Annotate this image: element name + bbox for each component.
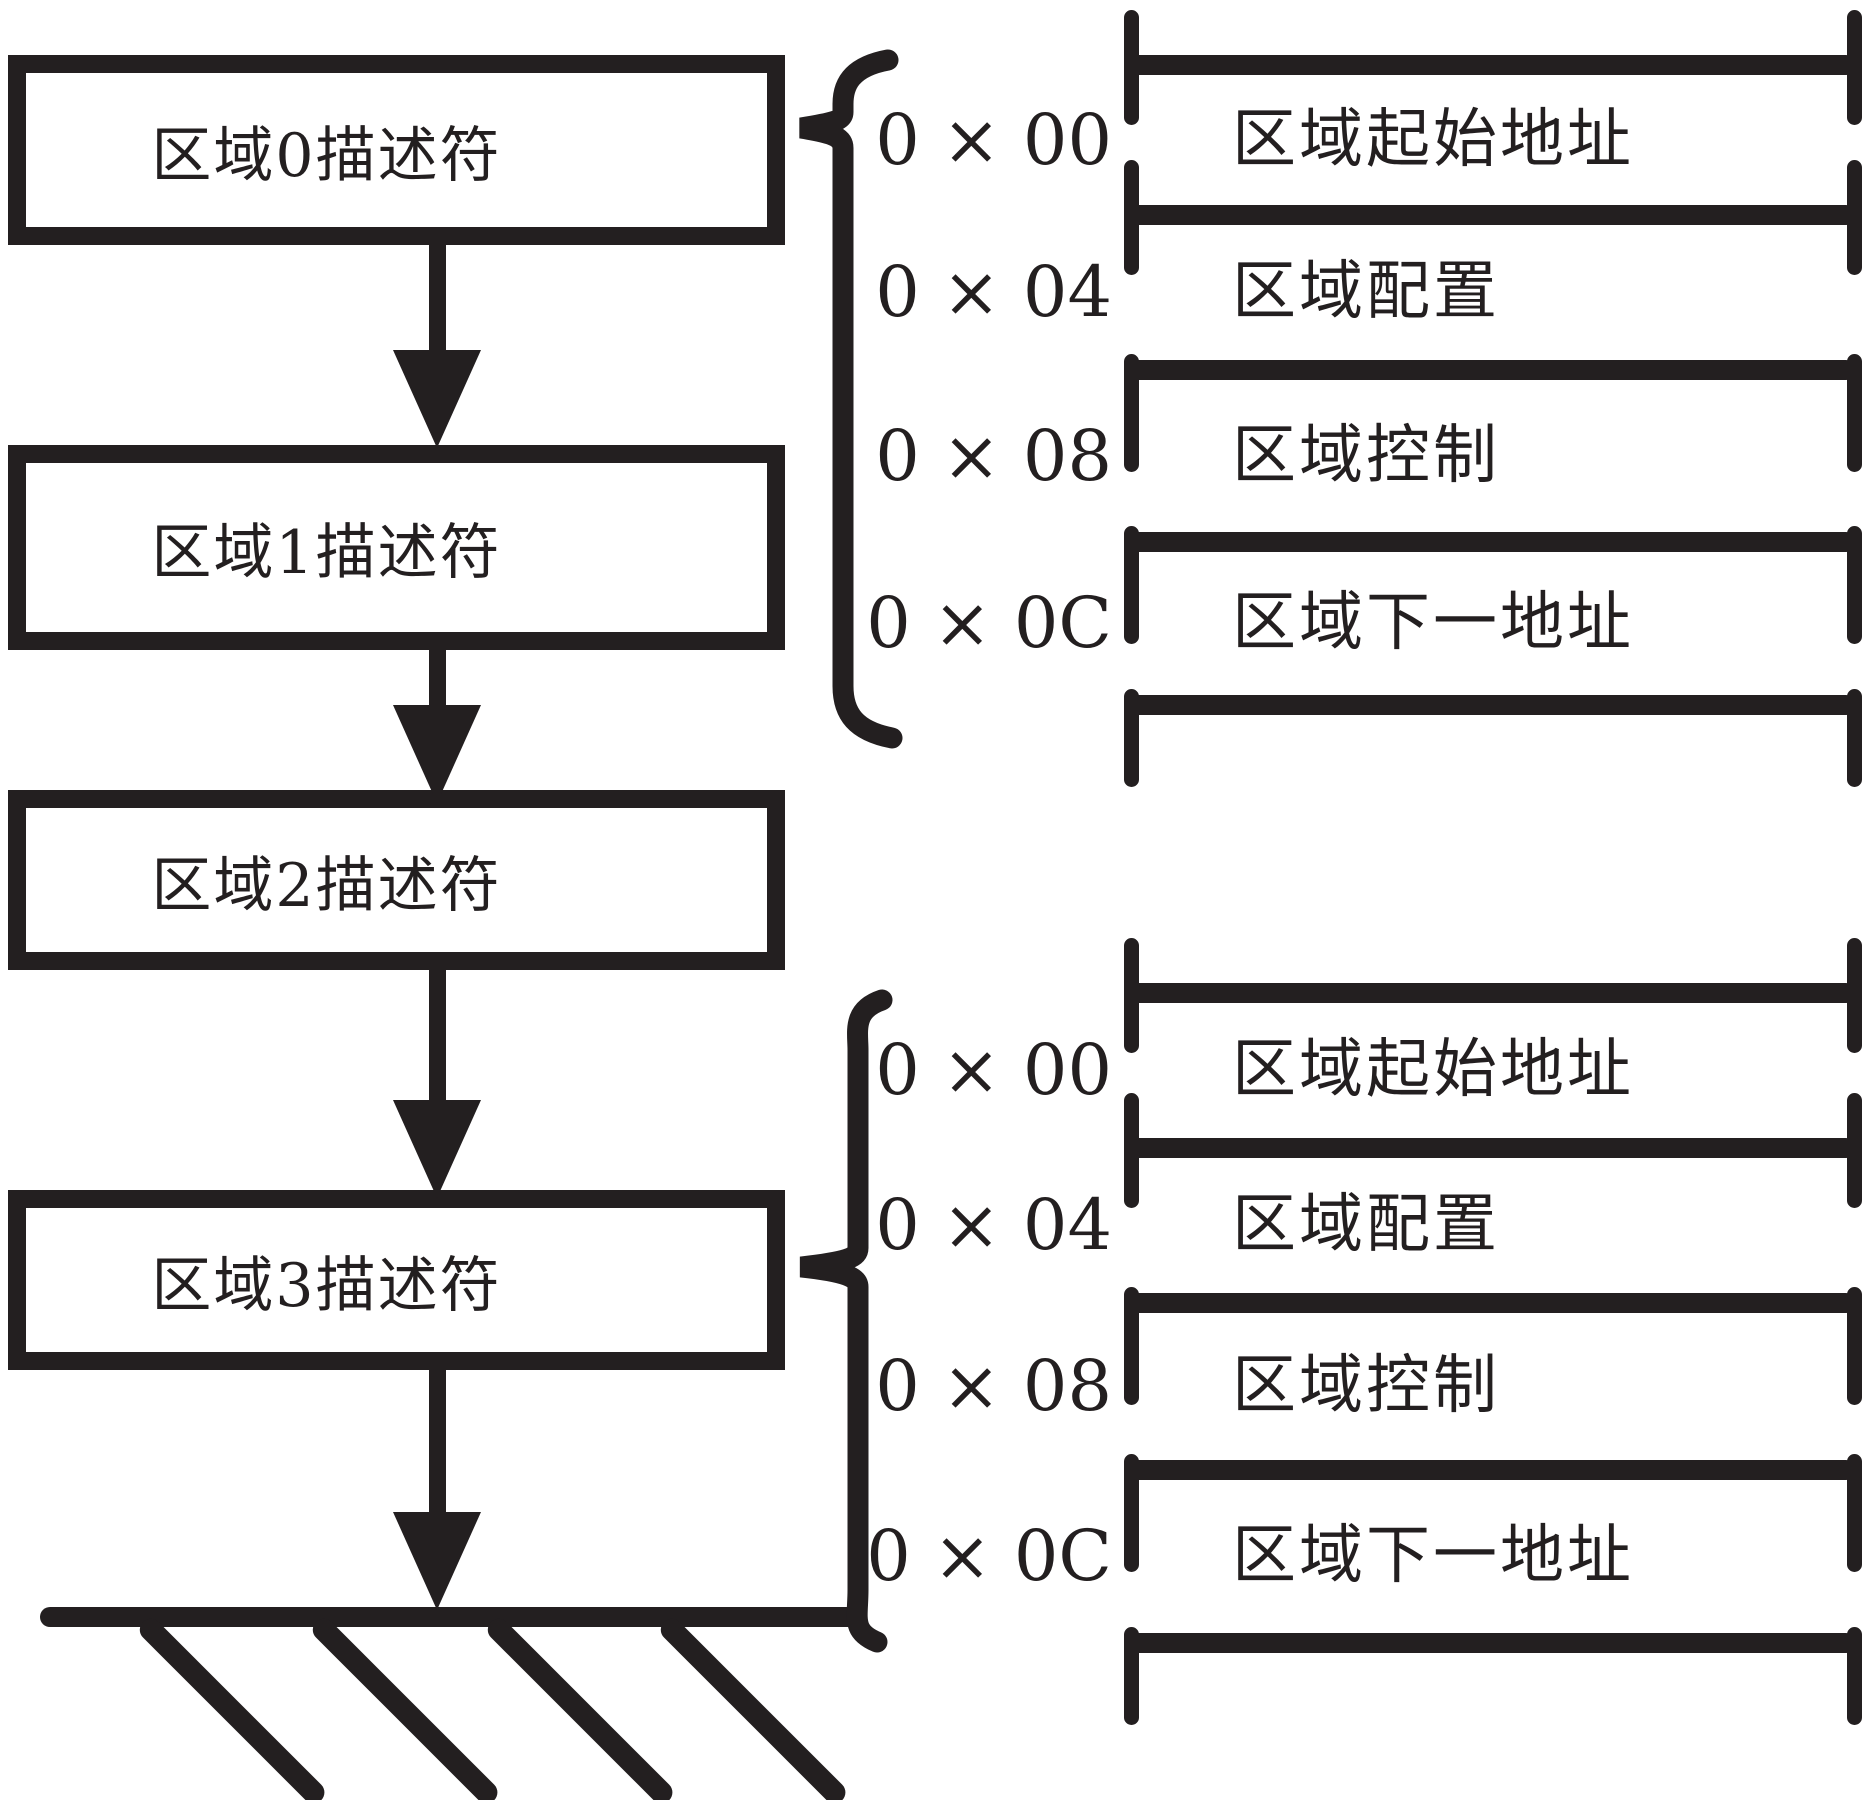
register-field-label: 区域下一地址 <box>1232 586 1634 660</box>
register-field-label: 区域配置 <box>1232 1188 1500 1262</box>
descriptor-box-0: 区域0描述符 <box>8 55 785 245</box>
tick-icon <box>1124 938 1139 1053</box>
register-boundary-line <box>1124 1454 1862 1572</box>
tick-icon <box>1847 160 1862 275</box>
tick-icon <box>1124 10 1139 125</box>
arrow-stem-3 <box>429 1368 446 1518</box>
ground-hatch-icon <box>656 1614 850 1800</box>
tick-icon <box>1124 526 1139 644</box>
descriptor-box-1-label: 区域1描述符 <box>151 518 502 588</box>
tick-icon <box>1847 1093 1862 1208</box>
ground-hatch-icon <box>135 1614 329 1800</box>
tick-icon <box>1847 689 1862 787</box>
tick-icon <box>1124 1627 1139 1725</box>
offset-label: 0 × 00 <box>875 1029 1112 1111</box>
descriptor-box-2: 区域2描述符 <box>8 790 785 970</box>
descriptor-box-2-label: 区域2描述符 <box>151 850 502 921</box>
arrow-head-icon-1 <box>393 705 481 803</box>
register-field-label: 区域起始地址 <box>1232 1033 1634 1107</box>
register-field-label: 区域下一地址 <box>1232 1519 1634 1593</box>
tick-icon <box>1847 1627 1862 1725</box>
arrow-head-icon-3 <box>393 1512 481 1610</box>
ground-hatch-icon <box>483 1614 677 1800</box>
offset-label: 0 × 08 <box>875 1345 1112 1427</box>
arrow-stem-1 <box>429 648 446 710</box>
offset-label: 0 × 0C <box>866 1515 1112 1597</box>
tick-icon <box>1124 1093 1139 1208</box>
arrow-head-icon-0 <box>393 350 481 448</box>
register-boundary-line <box>1124 10 1862 125</box>
tick-icon <box>1847 10 1862 125</box>
descriptor-box-0-label: 区域0描述符 <box>151 120 502 191</box>
descriptor-box-3-label: 区域3描述符 <box>151 1250 502 1321</box>
arrow-stem-2 <box>429 965 446 1105</box>
register-boundary-line <box>1124 689 1862 787</box>
offset-label: 0 × 04 <box>875 1184 1112 1266</box>
register-boundary-line <box>1124 1287 1862 1405</box>
tick-icon <box>1847 526 1862 644</box>
arrow-head-icon-2 <box>393 1100 481 1198</box>
tick-icon <box>1124 354 1139 472</box>
descriptor-box-1: 区域1描述符 <box>8 445 785 650</box>
tick-icon <box>1847 354 1862 472</box>
tick-icon <box>1124 689 1139 787</box>
offset-label: 0 × 08 <box>875 415 1112 497</box>
register-field-label: 区域控制 <box>1232 419 1500 493</box>
descriptor-box-3: 区域3描述符 <box>8 1190 785 1370</box>
register-field-label: 区域起始地址 <box>1232 103 1634 177</box>
register-field-label: 区域配置 <box>1232 255 1500 329</box>
arrow-stem-0 <box>429 243 446 353</box>
tick-icon <box>1847 1287 1862 1405</box>
register-boundary-line <box>1124 354 1862 472</box>
register-boundary-line <box>1124 526 1862 644</box>
ground-hatch-icon <box>308 1614 502 1800</box>
tick-icon <box>1124 160 1139 275</box>
tick-icon <box>1124 1287 1139 1405</box>
register-boundary-line <box>1124 160 1862 275</box>
offset-label: 0 × 04 <box>875 251 1112 333</box>
register-boundary-line <box>1124 1093 1862 1208</box>
tick-icon <box>1847 1454 1862 1572</box>
offset-label: 0 × 00 <box>875 99 1112 181</box>
offset-label: 0 × 0C <box>866 582 1112 664</box>
register-boundary-line <box>1124 1627 1862 1725</box>
register-boundary-line <box>1124 938 1862 1053</box>
tick-icon <box>1847 938 1862 1053</box>
tick-icon <box>1124 1454 1139 1572</box>
register-field-label: 区域控制 <box>1232 1349 1500 1423</box>
ground-line <box>40 1607 865 1627</box>
